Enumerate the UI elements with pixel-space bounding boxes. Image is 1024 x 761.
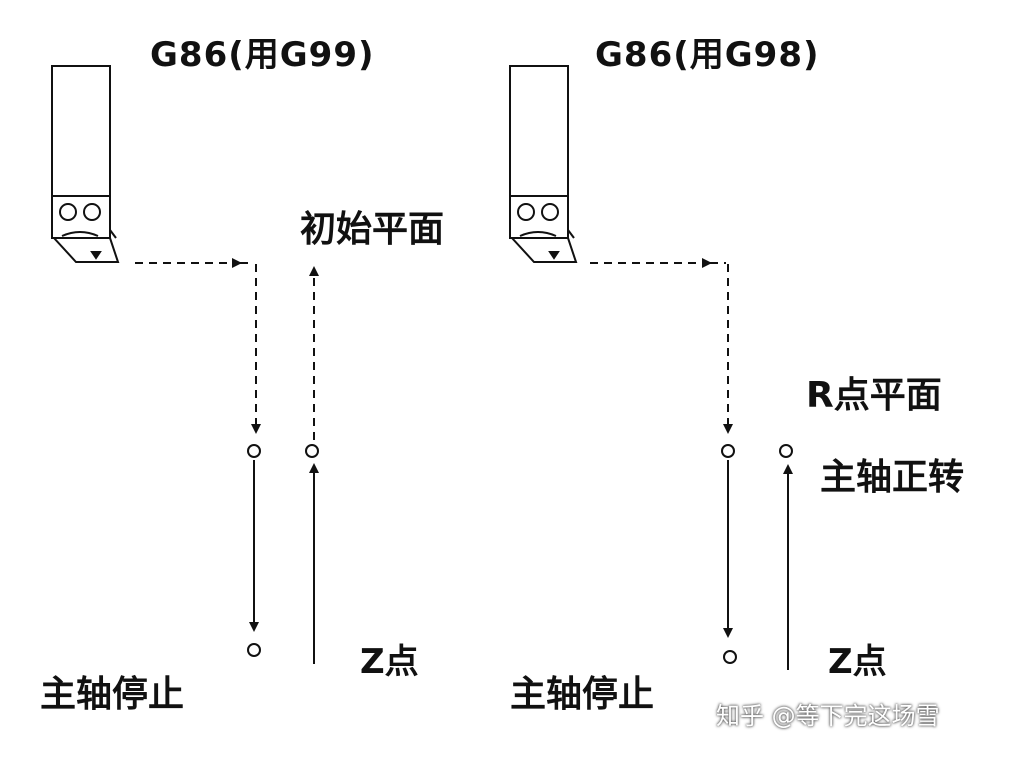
right-z-point-marker: [723, 650, 737, 664]
left-z-point-marker: [247, 643, 261, 657]
watermark-text: 知乎 @等下完这场雪: [716, 702, 940, 730]
right-tool-icon: [509, 65, 578, 263]
left-r-point-marker: [247, 444, 261, 458]
right-feed-path: [590, 258, 793, 670]
right-spindle-stop-label: 主轴停止: [510, 674, 655, 715]
left-z-point-label: Z点: [360, 642, 419, 682]
r-plane-label: R点平面: [806, 375, 942, 416]
left-spindle-stop-label: 主轴停止: [40, 674, 185, 715]
left-tool-icon: [51, 65, 120, 263]
left-return-r-marker: [305, 444, 319, 458]
left-feed-path: [135, 258, 319, 664]
right-z-point-label: Z点: [828, 642, 887, 682]
right-return-r-marker: [779, 444, 793, 458]
left-title: G86(用G99): [150, 35, 375, 75]
right-title: G86(用G98): [595, 35, 820, 75]
initial-plane-label: 初始平面: [300, 209, 445, 250]
spindle-forward-label: 主轴正转: [820, 457, 965, 498]
right-r-point-marker: [721, 444, 735, 458]
